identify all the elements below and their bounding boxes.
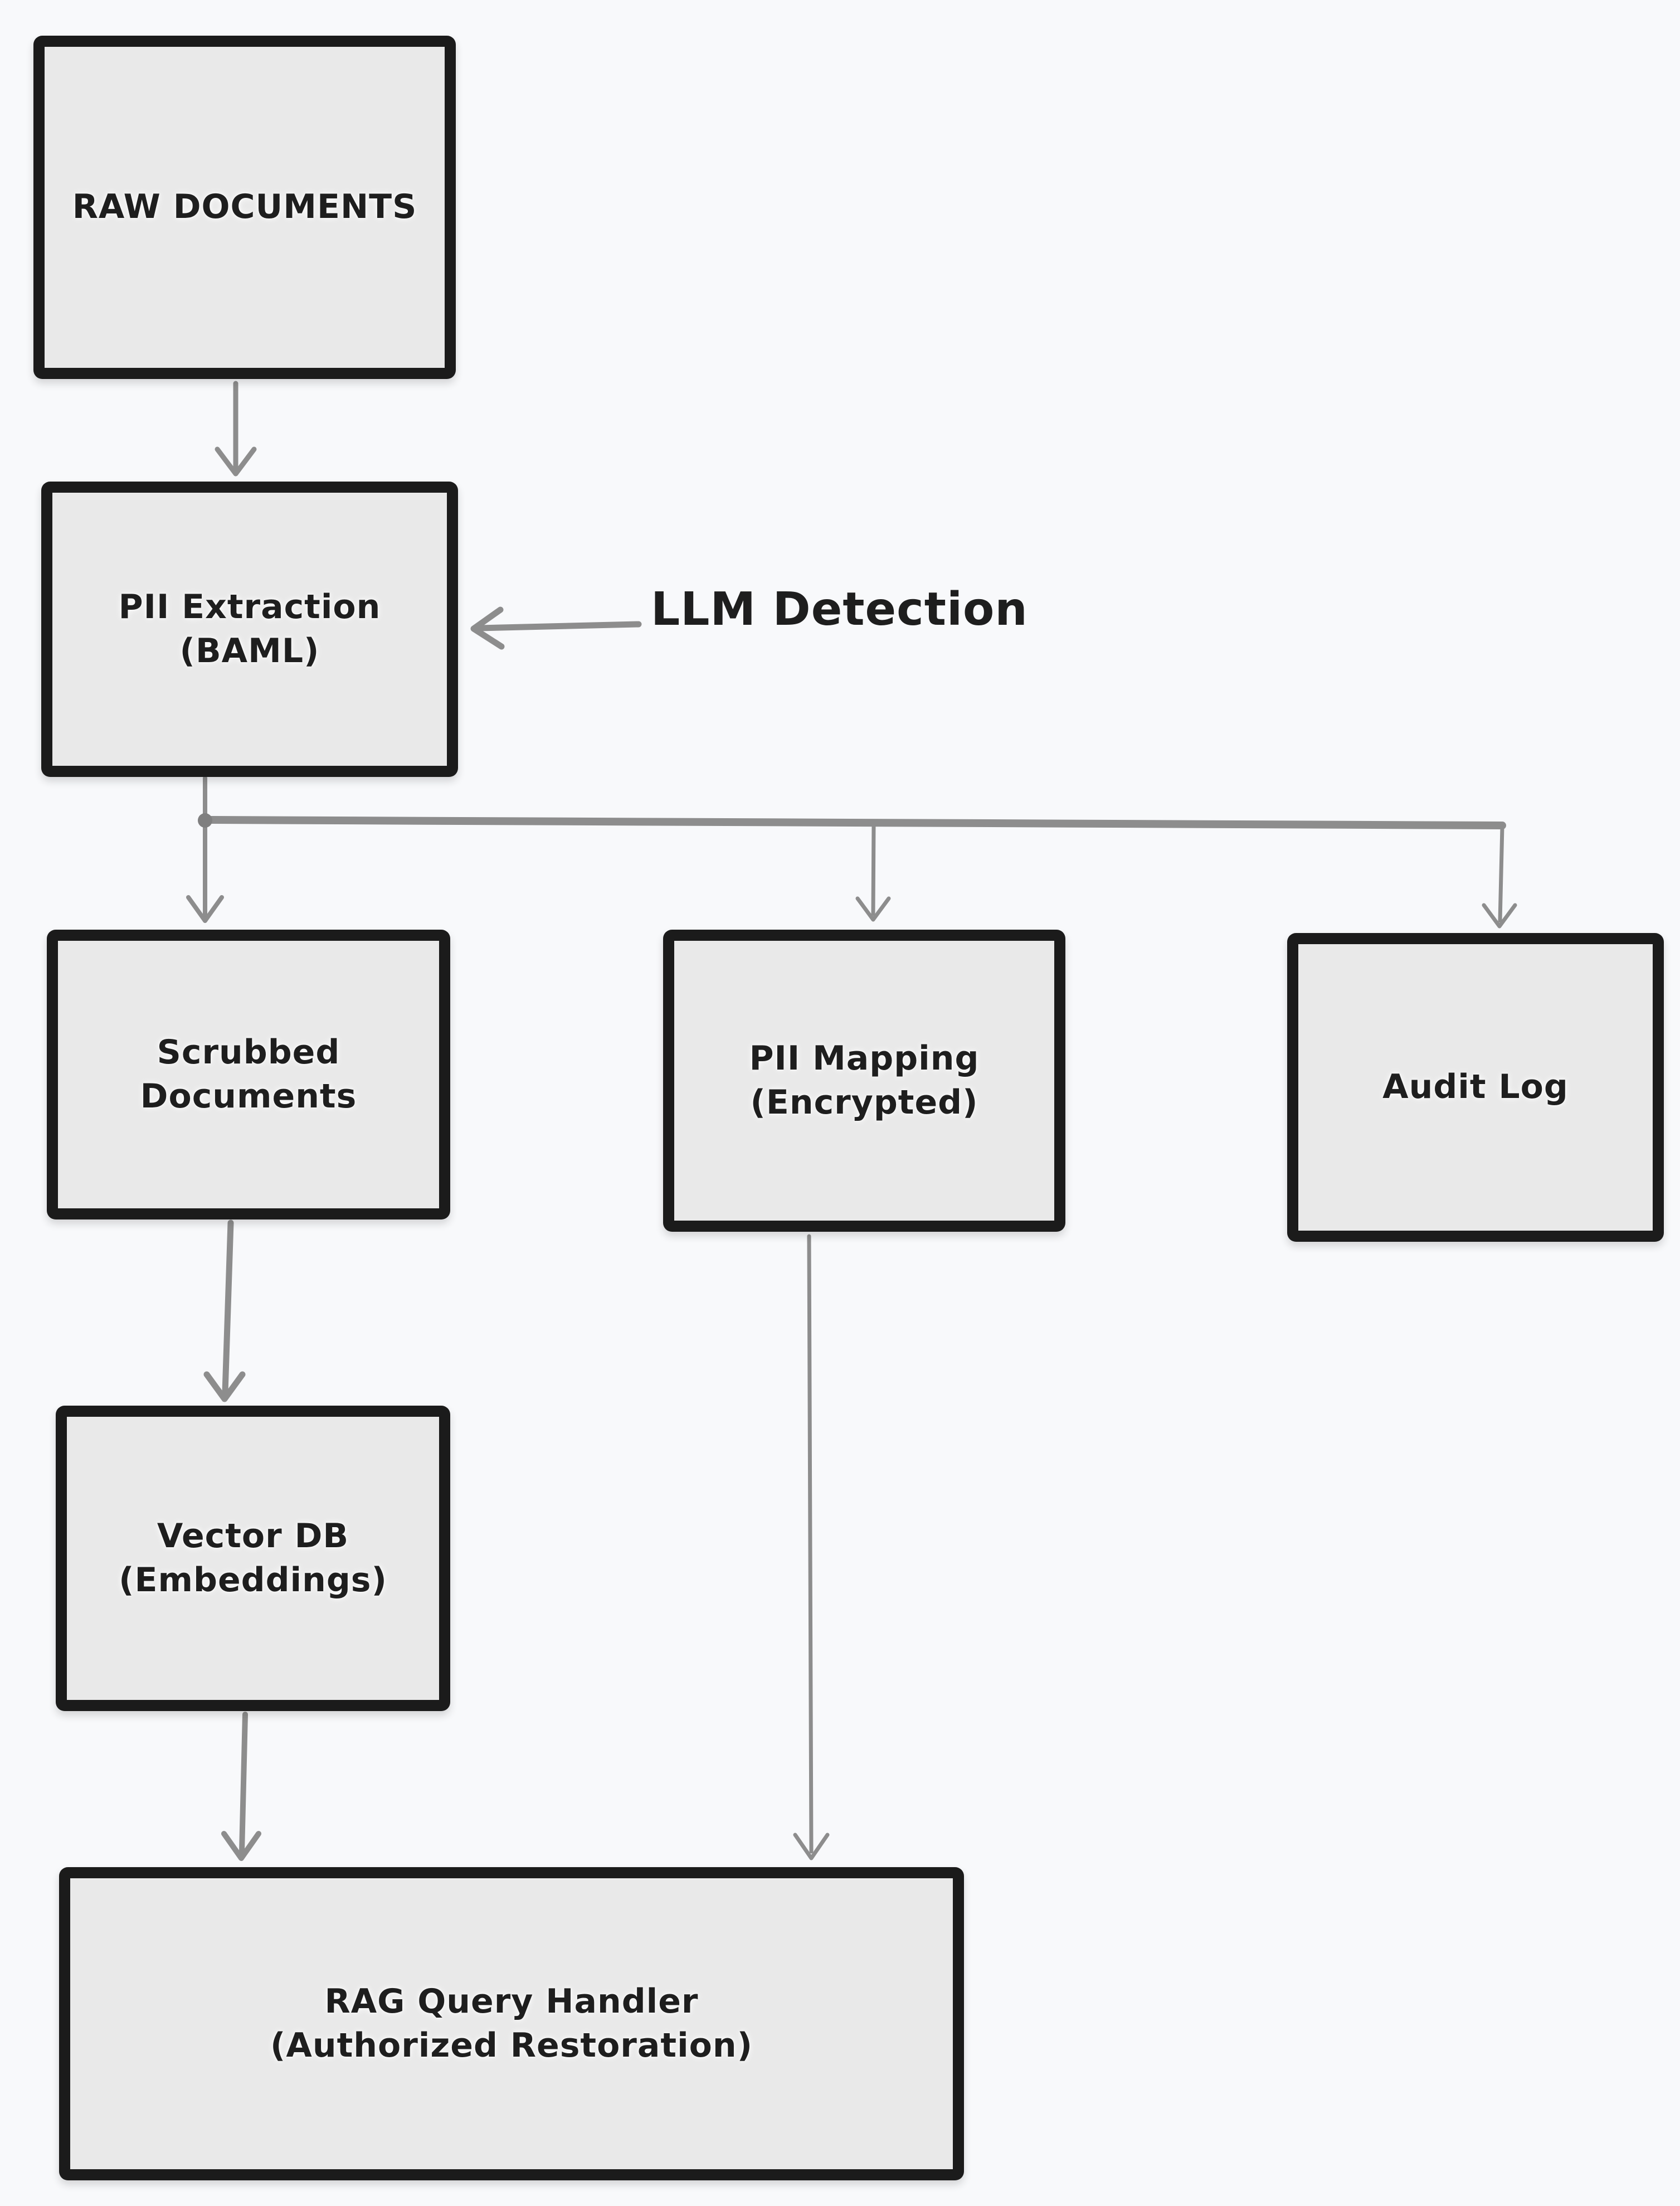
llm-detection-label: LLM Detection	[651, 583, 1028, 636]
node-rag-query-handler-label: RAG Query Handler (Authorized Restoratio…	[270, 1980, 753, 2068]
edge-pii-extraction-to-scrubbed-documents-arrowhead	[186, 895, 224, 923]
node-pii-extraction-label: PII Extraction (BAML)	[119, 585, 381, 673]
edge-raw-documents-to-pii-extraction-arrowhead	[215, 446, 257, 477]
node-label-line: (Encrypted)	[750, 1083, 978, 1122]
edge-vector-db-to-rag-query-handler	[239, 1712, 248, 1854]
node-scrubbed-documents: Scrubbed Documents	[47, 930, 450, 1219]
edge-pii-extraction-to-pii-mapping	[871, 823, 876, 916]
node-label-line: RAW DOCUMENTS	[72, 187, 417, 227]
node-label-line: Documents	[140, 1077, 357, 1116]
node-raw-documents: RAW DOCUMENTS	[33, 36, 456, 379]
node-raw-documents-label: RAW DOCUMENTS	[72, 185, 417, 229]
node-label-line: Scrubbed	[157, 1032, 340, 1072]
node-label-line: RAG Query Handler	[324, 1981, 699, 2021]
node-label-line: (BAML)	[179, 631, 320, 670]
edge-vector-db-to-rag-query-handler-arrowhead	[221, 1831, 261, 1861]
edge-distributor-line	[201, 816, 1506, 829]
node-pii-mapping-label: PII Mapping (Encrypted)	[749, 1037, 980, 1125]
edge-scrubbed-documents-to-vector-db-arrowhead	[203, 1371, 246, 1402]
node-vector-db-label: Vector DB (Embeddings)	[119, 1514, 387, 1602]
node-label-line: (Authorized Restoration)	[270, 2026, 753, 2065]
edge-pii-mapping-to-rag-query-handler-arrowhead	[793, 1833, 830, 1860]
edge-scrubbed-documents-to-vector-db	[222, 1219, 234, 1396]
edge-pii-extraction-to-audit-log	[1498, 824, 1504, 923]
node-label-line: Audit Log	[1382, 1067, 1569, 1107]
edge-junction-dot	[198, 813, 212, 828]
edge-llm-detection-to-pii-extraction-arrowhead	[470, 606, 505, 650]
edge-pii-mapping-to-rag-query-handler	[807, 1234, 814, 1854]
node-rag-query-handler: RAG Query Handler (Authorized Restoratio…	[59, 1867, 964, 2180]
edge-pii-extraction-to-pii-mapping-arrowhead	[855, 896, 891, 922]
edge-pii-extraction-to-audit-log-arrowhead	[1482, 903, 1517, 929]
node-pii-mapping: PII Mapping (Encrypted)	[663, 930, 1065, 1232]
node-audit-log: Audit Log	[1287, 933, 1664, 1242]
node-vector-db: Vector DB (Embeddings)	[56, 1406, 450, 1711]
node-label-line: (Embeddings)	[119, 1561, 387, 1600]
node-label-line: Vector DB	[157, 1516, 349, 1556]
node-audit-log-label: Audit Log	[1382, 1065, 1569, 1109]
node-label-line: PII Extraction	[118, 587, 381, 626]
node-scrubbed-documents-label: Scrubbed Documents	[140, 1031, 357, 1119]
edge-llm-detection-to-pii-extraction	[476, 621, 642, 631]
node-label-line: PII Mapping	[749, 1038, 980, 1078]
node-pii-extraction: PII Extraction (BAML)	[41, 482, 458, 777]
